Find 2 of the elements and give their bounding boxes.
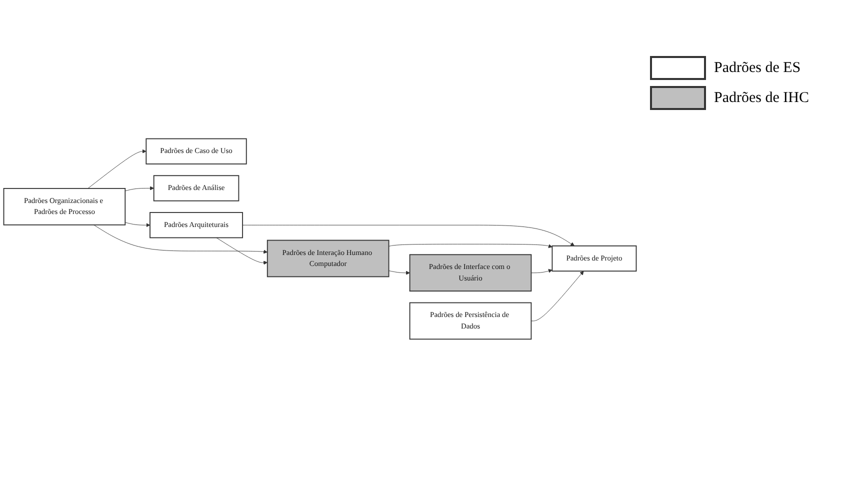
legend-text: Padrões de IHC (714, 90, 809, 106)
legend-text: Padrões de ES (714, 60, 801, 76)
